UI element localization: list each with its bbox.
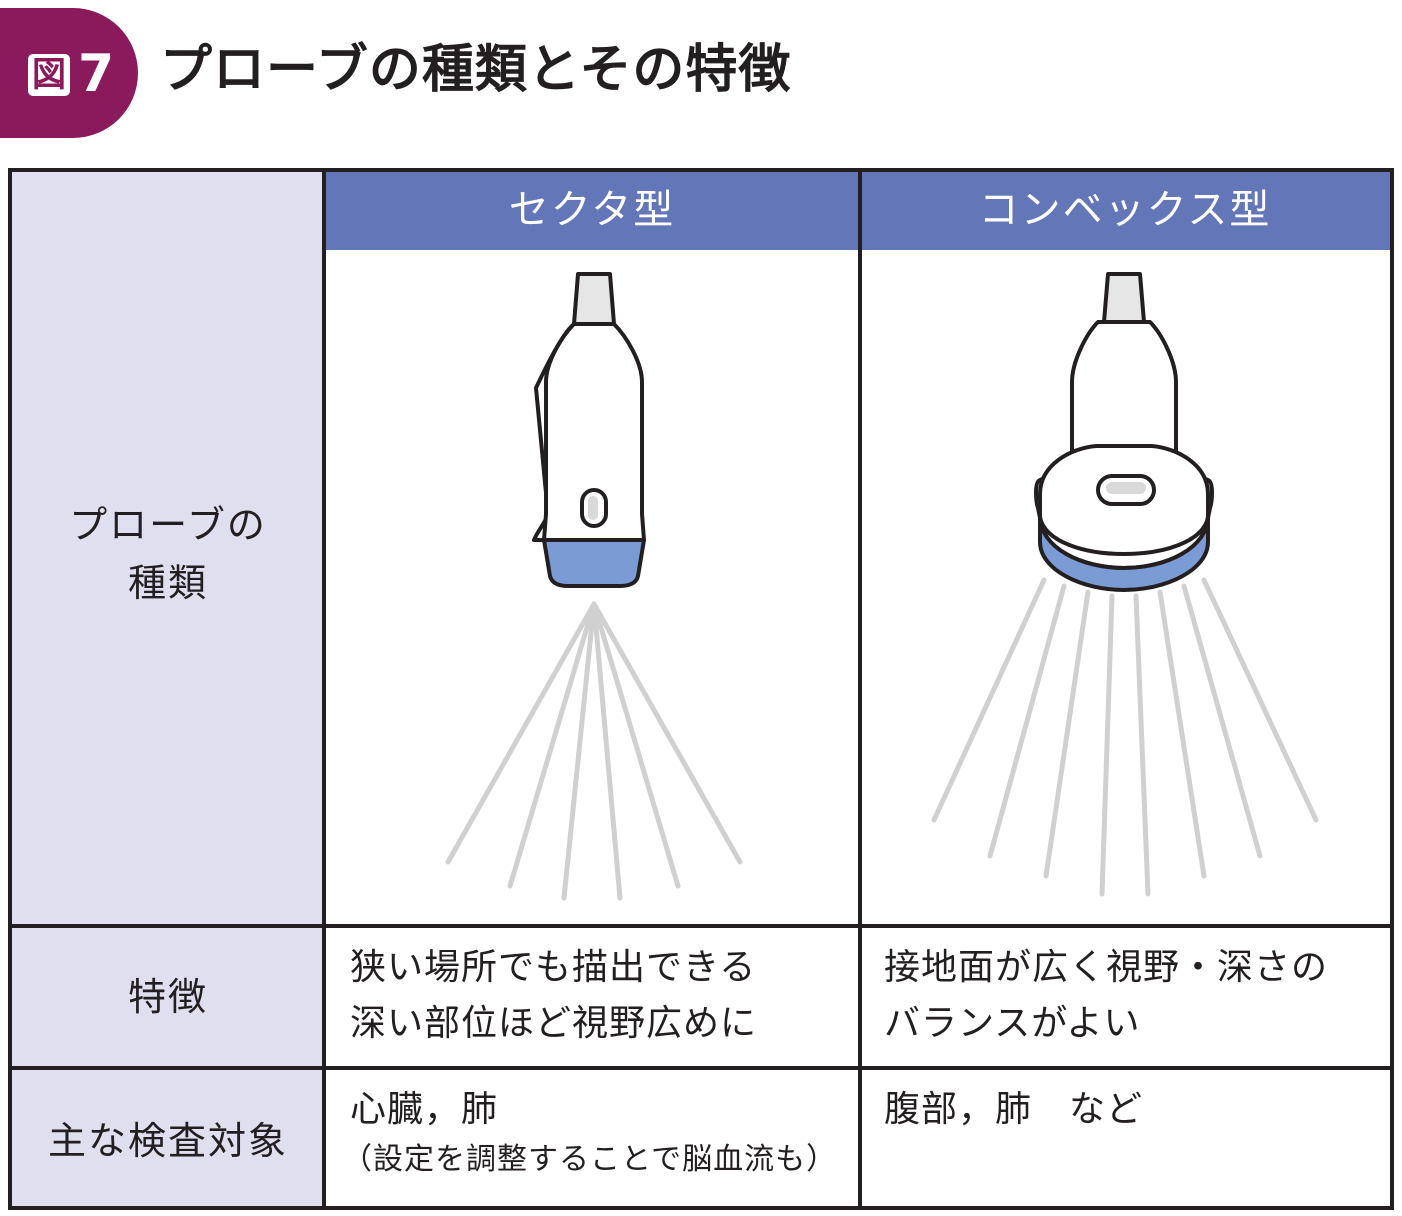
badge-number: 7 [78,44,115,104]
text-line: バランスがよい [884,1003,1141,1044]
figure-badge: 図 7 [0,8,138,138]
sector-features: 狭い場所でも描出できる 深い部位ほど視野広めに [350,940,757,1052]
row-header-line: プローブの [69,503,267,547]
text-line-note: （設定を調整することで脳血流も） [342,1142,838,1177]
grid-line [12,924,1390,928]
convex-targets: 腹部，肺 など [884,1082,1143,1138]
text-line: 心臓，肺 [350,1089,499,1130]
convex-features: 接地面が広く視野・深さの バランスがよい [884,940,1328,1052]
row-header-line: 種類 [127,561,208,605]
row-header-features: 特徴 [127,975,208,1019]
column-header-convex: コンベックス型 [860,172,1390,250]
text-line: 接地面が広く視野・深さの [884,947,1329,988]
sector-targets: 心臓，肺 （設定を調整することで脳血流も） [342,1082,837,1182]
row-header-probe-type: プローブの 種類 [12,496,324,612]
convex-probe-icon [931,272,1319,897]
column-header-sector: セクタ型 [324,172,860,250]
row-header-column [12,172,324,1206]
text-line: 深い部位ほど視野広めに [350,1003,758,1044]
grid-line [858,172,862,1206]
grid-line [322,172,326,1206]
grid-line [12,1066,1390,1070]
figure-title: プローブの種類とその特徴 [160,40,792,100]
badge-label: 図 [28,54,70,96]
text-line: 腹部，肺 など [884,1089,1144,1130]
probe-table: セクタ型 コンベックス型 プローブの 種類 特徴 主な検査対象 [8,168,1394,1210]
sector-probe-icon [445,272,743,901]
text-line: 狭い場所でも描出できる [350,947,757,988]
row-header-targets: 主な検査対象 [47,1119,288,1163]
